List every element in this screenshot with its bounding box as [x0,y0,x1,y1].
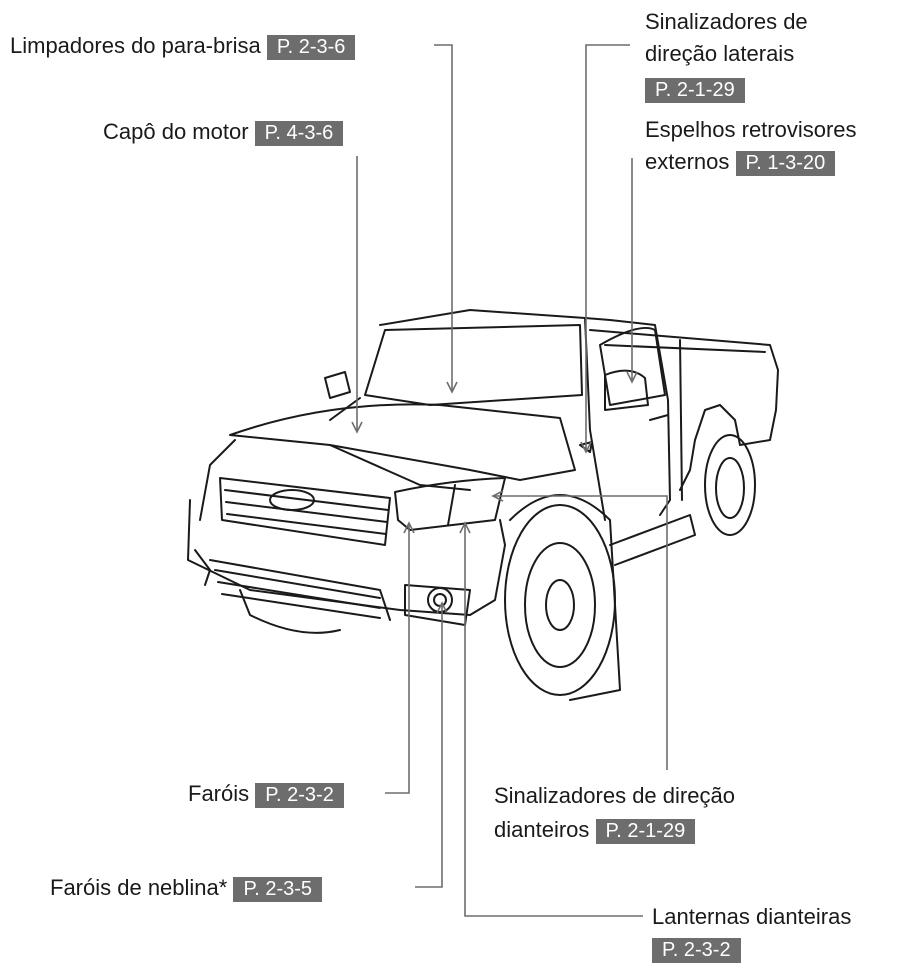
truck-outline [187,309,779,701]
callout-fog-lights-page-ref: P. 2-3-5 [233,876,323,902]
leader-lines [351,44,668,917]
callout-hood-page-ref: P. 4-3-6 [254,120,344,146]
callout-mirrors-page-ref: P. 1-3-20 [735,150,836,176]
callout-front-position-lights-label: Lanternas dianteiras [652,904,852,929]
callout-headlights: Faróis P. 2-3-2 [188,780,344,808]
callout-mirrors: externos P. 1-3-20 [645,148,836,176]
callout-side-turn-signals-line2: direção laterais [645,41,795,66]
callout-wipers-label: Limpadores do para-brisa [10,33,261,58]
callout-front-turn-signals-page-ref: P. 2-1-29 [595,818,696,844]
callout-front-turn-signals-line1: Sinalizadores de direção [494,783,735,808]
callout-fog-lights: Faróis de neblina* P. 2-3-5 [50,874,323,902]
callout-front-turn-signals: dianteiros P. 2-1-29 [494,816,696,844]
callout-side-turn-signals-line1: Sinalizadores de [645,9,808,34]
callout-hood: Capô do motor P. 4-3-6 [103,118,344,146]
callout-side-turn-signals-page-ref: P. 2-1-29 [645,78,745,103]
callout-fog-lights-label: Faróis de neblina* [50,875,228,900]
callout-headlights-label: Faróis [188,781,250,806]
callout-headlights-page-ref: P. 2-3-2 [255,782,344,808]
callout-wipers: Limpadores do para-brisa P. 2-3-6 [10,32,356,60]
callout-wipers-page-ref: P. 2-3-6 [266,34,356,60]
callout-hood-label: Capô do motor [103,119,249,144]
callout-mirrors-line1: Espelhos retrovisores [645,117,857,142]
callout-front-position-lights-page-ref: P. 2-3-2 [652,938,741,963]
callout-mirrors-line2: externos [645,149,730,174]
callout-front-turn-signals-line2: dianteiros [494,817,590,842]
